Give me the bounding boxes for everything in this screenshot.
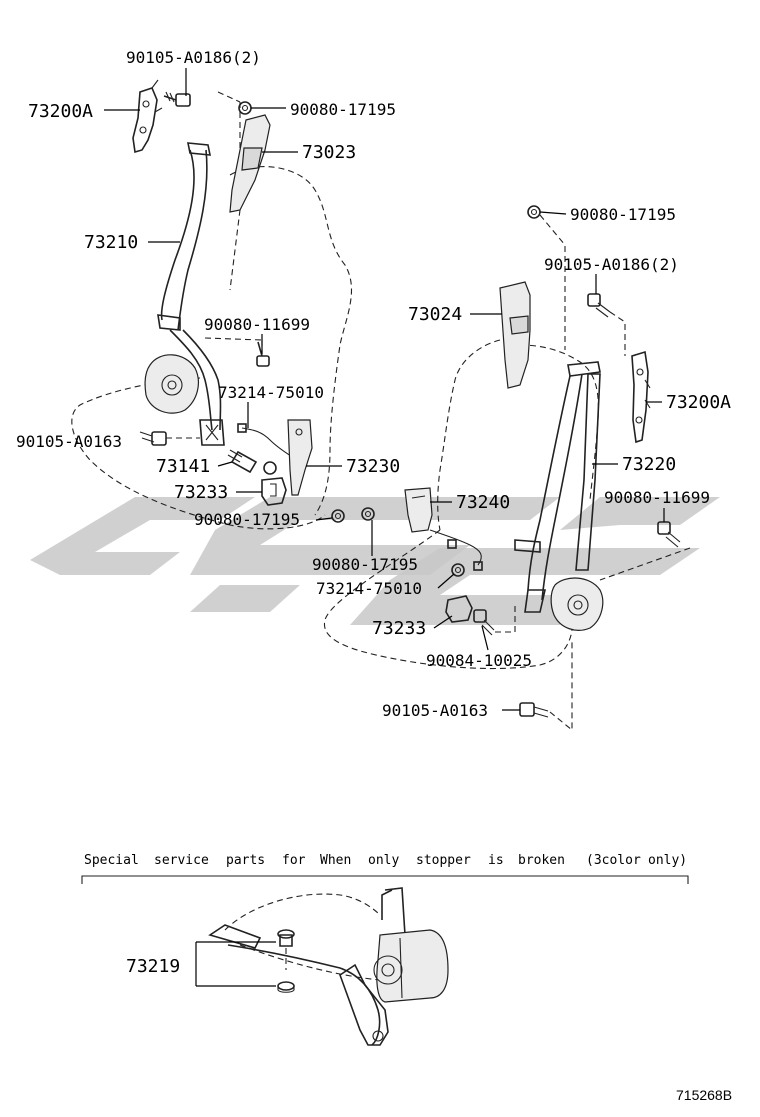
diagram-reference: 715268B bbox=[676, 1087, 732, 1103]
bolt-icon bbox=[473, 609, 495, 636]
label-left-buckle-bolt: 73141 bbox=[156, 456, 210, 477]
label-right-bolt-top: 90105-A0186(2) bbox=[544, 255, 679, 274]
note-word: only) bbox=[648, 853, 687, 868]
stopper-detail bbox=[208, 887, 449, 1046]
label-right-belt: 73220 bbox=[622, 454, 676, 475]
label-left-anchor: 73200A bbox=[28, 101, 93, 122]
note-word: stopper bbox=[416, 853, 471, 868]
stopper-washer-icon bbox=[277, 981, 295, 991]
note-word: parts bbox=[226, 853, 265, 868]
right-seat-belt bbox=[514, 361, 604, 631]
note-word: is bbox=[488, 853, 504, 868]
label-top-left-bolt: 90105-A0186(2) bbox=[126, 48, 261, 67]
bolt-icon bbox=[139, 431, 167, 446]
bolt-icon bbox=[163, 91, 191, 107]
service-note: Special service parts for When only stop… bbox=[81, 853, 689, 884]
label-right-bolt-mid: 90080-11699 bbox=[604, 488, 710, 507]
left-pillar-trim bbox=[229, 114, 271, 213]
left-cover bbox=[261, 477, 287, 506]
label-left-nut-top: 90080-17195 bbox=[290, 100, 396, 119]
nut-icon bbox=[527, 205, 541, 219]
nut-icon bbox=[238, 101, 252, 115]
washer-icon bbox=[263, 461, 277, 475]
note-word: Special bbox=[84, 853, 139, 868]
watermark-logo bbox=[30, 497, 720, 625]
left-seat-belt bbox=[144, 142, 225, 446]
right-upper-anchor bbox=[631, 350, 651, 444]
label-stopper-part: 73219 bbox=[126, 956, 180, 977]
left-seat bbox=[71, 166, 353, 530]
label-right-trim: 73024 bbox=[408, 304, 462, 325]
bolt-icon bbox=[256, 341, 270, 367]
left-upper-anchor bbox=[132, 79, 163, 154]
bolt-icon bbox=[519, 702, 549, 718]
note-word: for bbox=[282, 853, 306, 868]
bolt-icon bbox=[657, 521, 681, 548]
note-word: When bbox=[320, 853, 351, 868]
right-pillar-trim bbox=[499, 281, 531, 389]
nut-icon bbox=[451, 563, 465, 577]
label-left-bolt-mid: 90080-11699 bbox=[204, 315, 310, 334]
label-right-buckle: 73240 bbox=[456, 492, 510, 513]
label-right-nut-low: 90080-17195 bbox=[312, 555, 418, 574]
note-word: service bbox=[154, 853, 209, 868]
label-right-cover: 73233 bbox=[372, 618, 426, 639]
label-left-floor-bolt: 90105-A0163 bbox=[16, 432, 122, 451]
right-harness bbox=[429, 529, 483, 571]
right-buckle bbox=[404, 487, 433, 533]
label-right-nut-top: 90080-17195 bbox=[570, 205, 676, 224]
label-left-trim: 73023 bbox=[302, 142, 356, 163]
bolt-icon bbox=[227, 449, 258, 474]
label-left-nut-low: 90080-17195 bbox=[194, 510, 300, 529]
label-left-buckle: 73230 bbox=[346, 456, 400, 477]
label-right-harness: 73214-75010 bbox=[316, 579, 422, 598]
label-left-harness: 73214-75010 bbox=[218, 383, 324, 402]
label-right-floor-bolt: 90105-A0163 bbox=[382, 701, 488, 720]
nut-icon bbox=[331, 509, 345, 523]
nut-icon bbox=[361, 507, 375, 521]
note-word: only bbox=[368, 853, 399, 868]
label-right-bolt-low: 90084-10025 bbox=[426, 651, 532, 670]
right-cover bbox=[445, 595, 473, 623]
label-left-cover: 73233 bbox=[174, 482, 228, 503]
left-buckle bbox=[287, 419, 313, 496]
note-word: broken bbox=[518, 853, 565, 868]
note-word: (3color bbox=[586, 853, 641, 868]
stopper-button-icon bbox=[279, 934, 293, 947]
bolt-icon bbox=[587, 293, 611, 318]
label-left-belt: 73210 bbox=[84, 232, 138, 253]
label-right-anchor: 73200A bbox=[666, 392, 731, 413]
